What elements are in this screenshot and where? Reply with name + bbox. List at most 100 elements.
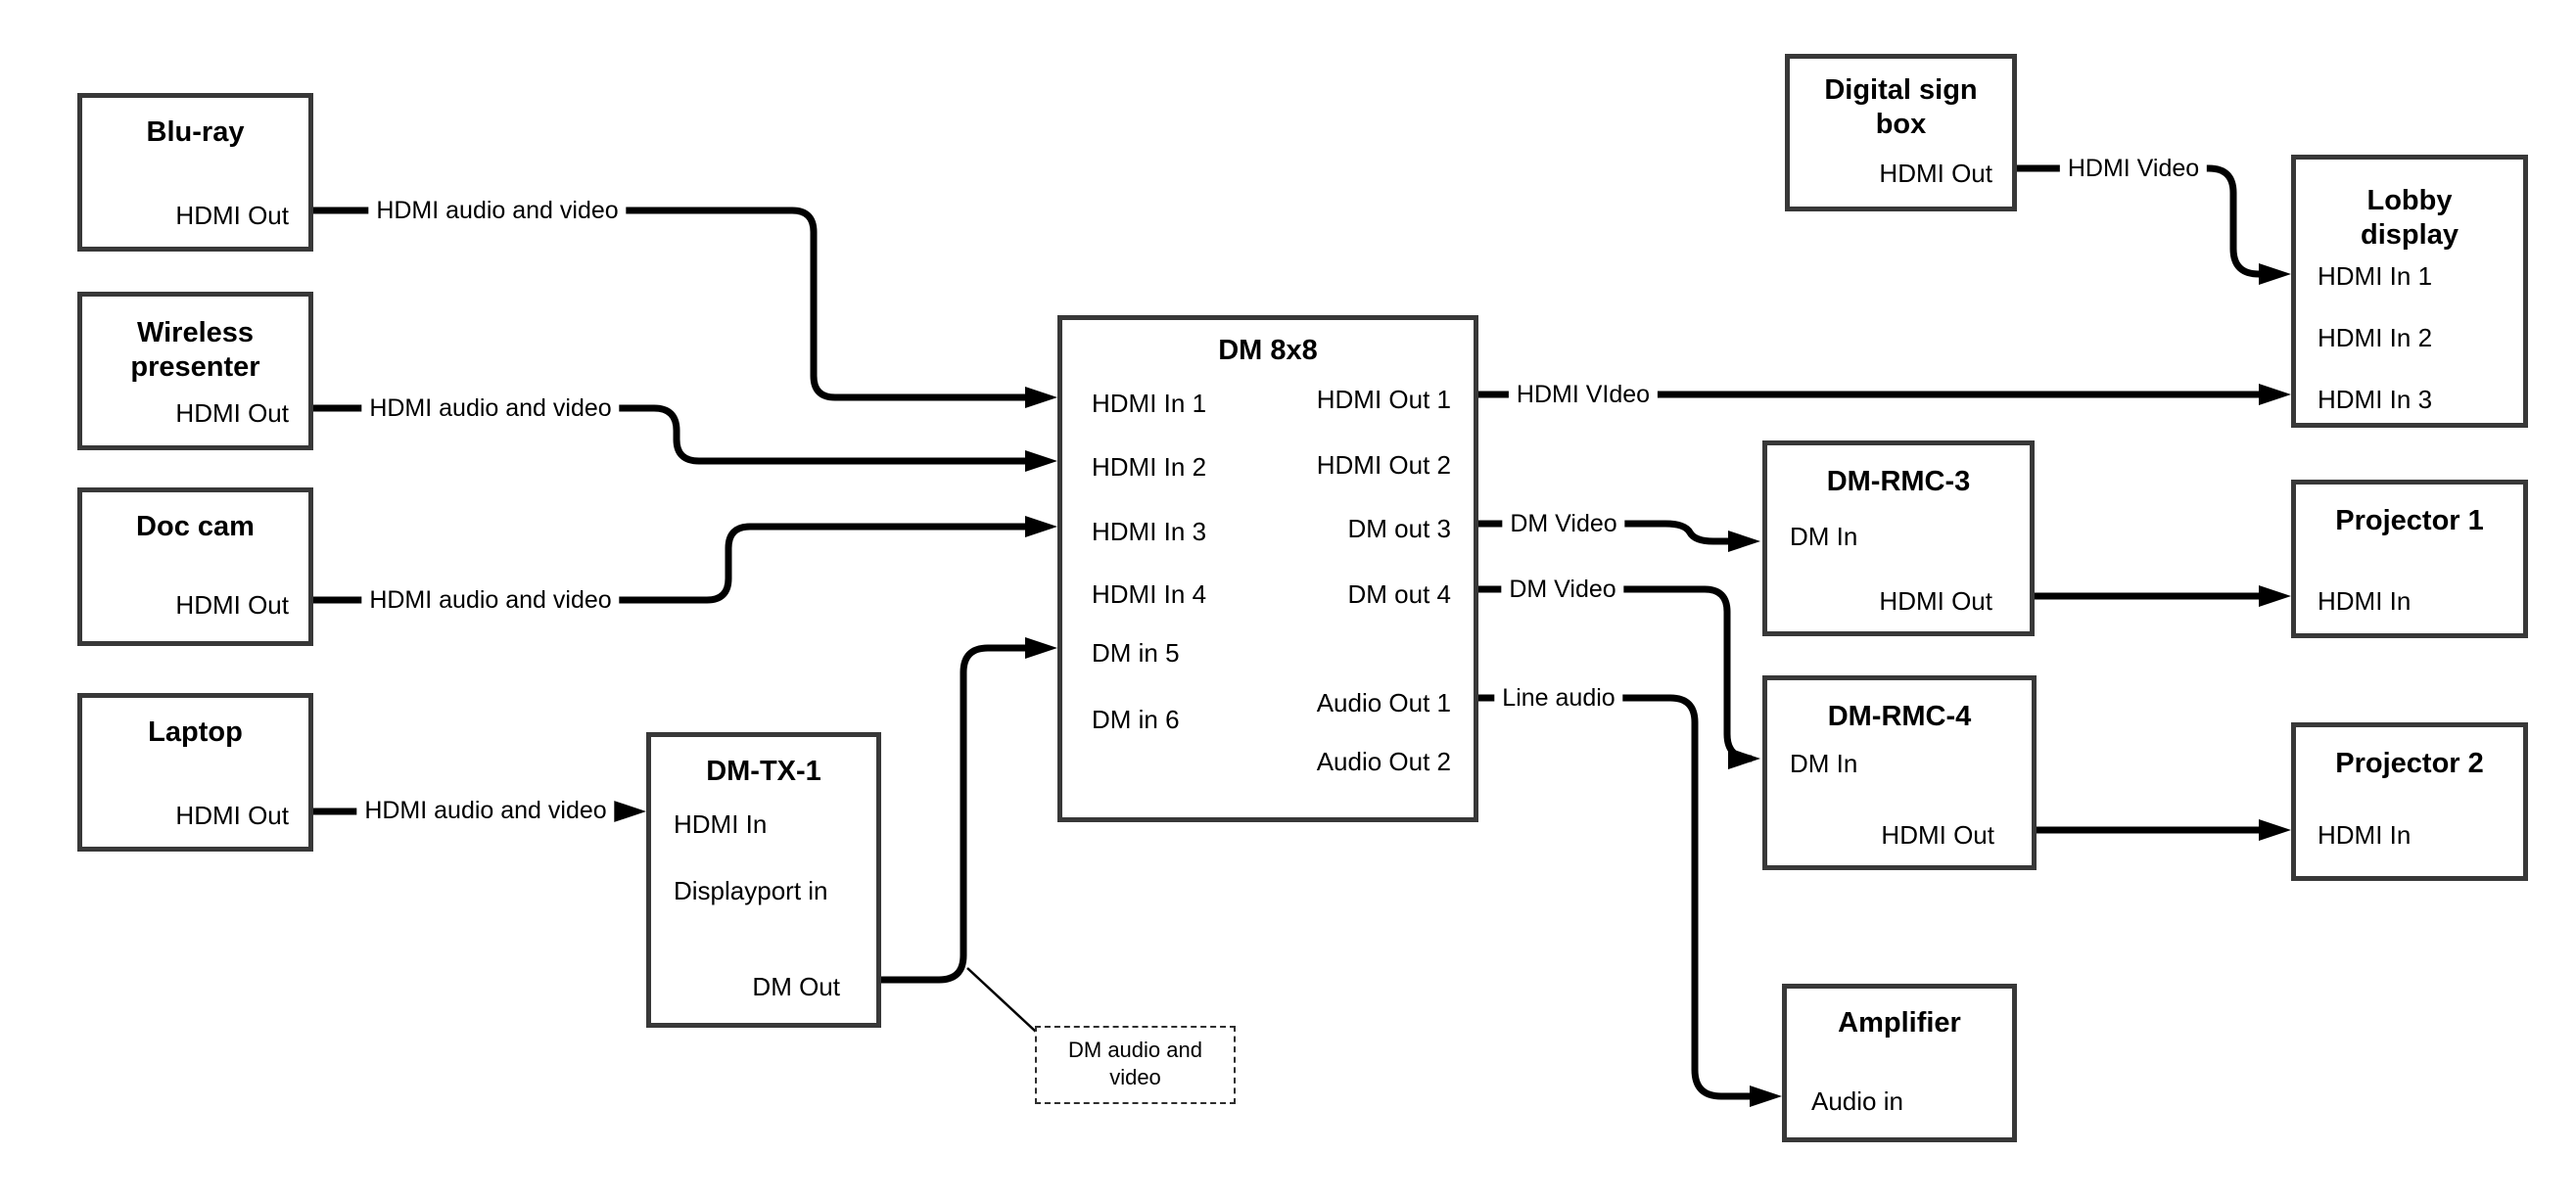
wire-note-callout-line xyxy=(966,967,1037,1033)
wire-label-digitalsign-to-lobby-hdmi-in1: HDMI Video xyxy=(2059,153,2208,184)
arrowhead-icon xyxy=(614,801,646,822)
arrowhead-icon xyxy=(2259,384,2291,405)
device-title-line: DM-RMC-3 xyxy=(1826,466,1971,497)
port-label-lobby-display-hdmi-in-1: HDMI In 1 xyxy=(2318,261,2433,291)
wire-label-dm8x8-dm-out4-to-dmrmc4-dm-in: DM Video xyxy=(1501,574,1624,605)
device-box-projector-1: Projector 1 HDMI In xyxy=(2291,480,2528,638)
port-label-doc-cam-hdmi-out: HDMI Out xyxy=(175,590,289,620)
device-title-line: DM-RMC-4 xyxy=(1827,701,1972,732)
device-title-line: presenter xyxy=(130,351,260,383)
port-label-laptop-hdmi-out: HDMI Out xyxy=(175,801,289,830)
device-title-line: Blu-ray xyxy=(146,116,245,148)
port-label-dm-8x8-dm-in-5: DM in 5 xyxy=(1092,638,1180,668)
wire-label-doccam-to-dm8x8-hdmi-in3: HDMI audio and video xyxy=(361,584,620,616)
port-label-dm-8x8-hdmi-out-1: HDMI Out 1 xyxy=(1316,385,1451,414)
port-label-dm-8x8-hdmi-in-1: HDMI In 1 xyxy=(1092,389,1207,418)
port-label-dm-8x8-hdmi-in-4: HDMI In 4 xyxy=(1092,579,1207,609)
port-label-dm-8x8-dm-in-6: DM in 6 xyxy=(1092,705,1180,734)
port-label-dm-8x8-hdmi-out-2: HDMI Out 2 xyxy=(1316,450,1451,480)
device-title-doc-cam: Doc cam xyxy=(82,510,308,544)
device-title-line: Digital sign xyxy=(1824,74,1978,106)
arrowhead-icon xyxy=(1025,637,1057,659)
device-title-dm-rmc-3: DM-RMC-3 xyxy=(1767,465,2030,499)
port-label-dm-rmc-4-hdmi-out: HDMI Out xyxy=(1881,820,1994,850)
port-label-dm-8x8-dm-out-3: DM out 3 xyxy=(1347,514,1452,543)
device-title-dm-rmc-4: DM-RMC-4 xyxy=(1767,700,2032,734)
wire-dm8x8-dm-out3-to-dmrmc3-dm-in xyxy=(1478,520,1731,545)
wire-doccam-to-dm8x8-hdmi-in3 xyxy=(313,523,1028,604)
wire-bluray-to-dm8x8-hdmi-in1 xyxy=(313,207,1028,401)
device-title-projector-2: Projector 2 xyxy=(2296,747,2523,781)
device-title-line: box xyxy=(1875,109,1927,140)
arrowhead-icon xyxy=(2259,819,2291,841)
port-label-dm-tx-1-displayport-in: Displayport in xyxy=(674,876,828,905)
device-title-blu-ray: Blu-ray xyxy=(82,115,308,150)
wire-label-wireless-to-dm8x8-hdmi-in2: HDMI audio and video xyxy=(361,393,620,424)
note-text-line: DM audio and xyxy=(1068,1038,1202,1062)
note-text-line: video xyxy=(1109,1065,1161,1089)
wire-label-dm8x8-hdmi-out1-to-lobby-hdmi-in3: HDMI VIdeo xyxy=(1508,379,1659,410)
port-label-dm-8x8-audio-out-1: Audio Out 1 xyxy=(1316,688,1451,717)
device-box-projector-2: Projector 2 HDMI In xyxy=(2291,722,2528,881)
device-title-line: Laptop xyxy=(148,716,243,748)
wire-label-laptop-to-dmtx1-hdmi-in: HDMI audio and video xyxy=(356,795,615,826)
arrowhead-icon xyxy=(2259,263,2291,285)
wire-dmtx1-dmout-to-dm8x8-dm-in5 xyxy=(881,644,1028,984)
device-title-projector-1: Projector 1 xyxy=(2296,504,2523,538)
device-title-line: DM 8x8 xyxy=(1218,335,1318,366)
port-label-lobby-display-hdmi-in-2: HDMI In 2 xyxy=(2318,323,2433,352)
wire-label-bluray-to-dm8x8-hdmi-in1: HDMI audio and video xyxy=(368,195,627,226)
device-title-dm-8x8: DM 8x8 xyxy=(1062,334,1474,368)
wire-dm8x8-dm-out4-to-dmrmc4-dm-in xyxy=(1478,585,1753,762)
port-label-lobby-display-hdmi-in-3: HDMI In 3 xyxy=(2318,385,2433,414)
wire-digitalsign-to-lobby-hdmi-in1 xyxy=(2017,164,2262,278)
port-label-dm-8x8-audio-out-2: Audio Out 2 xyxy=(1316,747,1451,776)
device-title-line: Projector 2 xyxy=(2335,748,2484,779)
port-label-digital-sign-box-hdmi-out: HDMI Out xyxy=(1879,159,1992,188)
port-label-dm-8x8-hdmi-in-2: HDMI In 2 xyxy=(1092,452,1207,482)
arrowhead-icon xyxy=(1025,450,1057,472)
port-label-dm-tx-1-dm-out: DM Out xyxy=(752,972,840,1001)
arrowhead-icon xyxy=(1728,531,1760,552)
device-title-dm-tx-1: DM-TX-1 xyxy=(651,755,876,789)
wire-dm8x8-audio-out1-to-amplifier-audio-in xyxy=(1478,694,1753,1100)
device-title-line: Lobby xyxy=(2366,185,2453,216)
port-label-blu-ray-hdmi-out: HDMI Out xyxy=(175,201,289,230)
arrowhead-icon xyxy=(1025,516,1057,537)
device-title-line: Wireless xyxy=(136,317,255,348)
port-label-dm-8x8-dm-out-4: DM out 4 xyxy=(1347,579,1452,609)
port-label-dm-rmc-3-hdmi-out: HDMI Out xyxy=(1879,586,1992,616)
device-title-line: Amplifier xyxy=(1838,1007,1961,1039)
port-label-amplifier-audio-in: Audio in xyxy=(1811,1086,1903,1116)
device-title-line: Doc cam xyxy=(136,511,255,542)
port-label-dm-8x8-hdmi-in-3: HDMI In 3 xyxy=(1092,517,1207,546)
arrowhead-icon xyxy=(1728,748,1760,769)
arrowhead-icon xyxy=(1750,1086,1782,1107)
port-label-projector-2-hdmi-in: HDMI In xyxy=(2318,820,2412,850)
arrowhead-icon xyxy=(2259,585,2291,607)
wire-wireless-to-dm8x8-hdmi-in2 xyxy=(313,404,1028,465)
device-title-line: display xyxy=(2361,219,2459,251)
device-title-laptop: Laptop xyxy=(82,716,308,750)
wire-label-dm8x8-audio-out1-to-amplifier-audio-in: Line audio xyxy=(1494,682,1623,714)
device-title-line: DM-TX-1 xyxy=(706,756,821,787)
dm-audio-and-video-note: DM audio and video xyxy=(1035,1026,1236,1104)
port-label-dm-tx-1-hdmi-in: HDMI In xyxy=(674,809,768,839)
arrowhead-icon xyxy=(1025,387,1057,408)
port-label-wireless-presenter-hdmi-out: HDMI Out xyxy=(175,398,289,428)
wire-label-dm8x8-dm-out3-to-dmrmc3-dm-in: DM Video xyxy=(1502,508,1625,539)
port-label-projector-1-hdmi-in: HDMI In xyxy=(2318,586,2412,616)
device-title-line: Projector 1 xyxy=(2335,505,2484,536)
